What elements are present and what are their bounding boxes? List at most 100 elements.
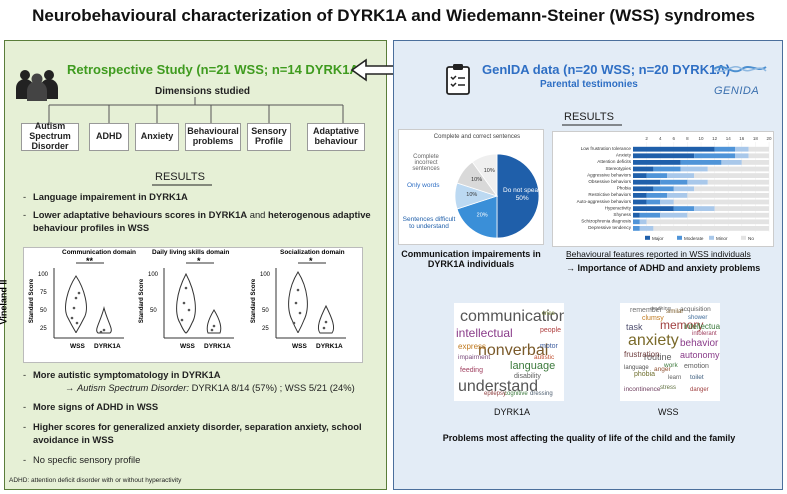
word: anything <box>650 306 671 312</box>
bar-segment <box>667 193 688 198</box>
bar-category-label: Hyperactivity <box>605 205 632 210</box>
dimension-adhd-box: ADHD <box>89 123 129 151</box>
bar-segment <box>633 212 640 218</box>
bar-legend-swatch <box>741 235 746 240</box>
bottom-caption: Problems most affecting the quality of l… <box>442 433 736 443</box>
bar-segment <box>694 153 735 159</box>
y-tick: 25 <box>40 326 47 332</box>
bar-segment <box>633 206 674 211</box>
word: language <box>510 360 556 372</box>
x-label-dyrk1a: DYRK1A <box>316 343 343 350</box>
significance-daily-living: * <box>197 256 201 266</box>
y-axis-label: Standard Score <box>139 278 146 324</box>
bar-category-label: Attention deficits <box>597 159 631 164</box>
word: stress <box>660 385 677 391</box>
bar-x-tick: 6 <box>673 136 676 141</box>
bar-category-label: Low frustration tolerance <box>581 146 632 151</box>
pie-slice-label: 10% <box>466 192 477 198</box>
bullet-language: -Language impairement in DYRK1A <box>23 191 188 202</box>
wordcloud-dyrk1a: communication intellectual nonverbal lan… <box>454 303 564 401</box>
dimension-adaptative-box: Adaptative behaviour <box>307 123 365 151</box>
bar-x-tick: 2 <box>645 136 648 141</box>
results-title-left: RESULTS <box>155 171 205 183</box>
study-header: Retrospective Study (n=21 WSS; n=14 DYRK… <box>67 62 363 77</box>
domain-socialization-title: Socialization domain <box>280 249 345 256</box>
word: shower <box>688 315 708 321</box>
y-tick: 50 <box>262 308 269 314</box>
pie-slice-label: 10% <box>484 168 495 174</box>
bar-segment <box>653 226 769 231</box>
bar-segment <box>707 179 769 185</box>
bar-segment <box>660 179 688 185</box>
bar-segment <box>646 193 667 198</box>
bar-segment <box>633 226 640 231</box>
word: phobia <box>634 371 656 378</box>
y-tick: 100 <box>260 272 271 278</box>
genida-subheader: Parental testimonies <box>540 79 638 90</box>
results-underline-right <box>562 124 622 126</box>
bar-segment <box>687 193 769 198</box>
wordcloud-label-wss: WSS <box>658 407 679 417</box>
dimension-autism-box: Autism Spectrum Disorder <box>21 121 79 151</box>
bar-segment <box>680 160 722 165</box>
pie-label-complete-correct: Complete and correct sentences <box>433 134 521 140</box>
bar-legend-label: No <box>748 236 754 241</box>
genida-header: GenIDA data (n=20 WSS; n=20 DYRK1A) <box>482 62 730 77</box>
bar-segment <box>694 186 769 192</box>
pie-label-sentences-difficult: Sentences difficult to understand <box>402 216 456 230</box>
wordcloud-label-dyrk1a: DYRK1A <box>494 407 531 417</box>
word: intellectual <box>684 322 720 331</box>
autism-detail: → Autism Spectrum Disorder: DYRK1A 8/14 … <box>65 382 355 393</box>
bar-segment <box>707 166 769 172</box>
bar-segment <box>748 153 769 159</box>
bar-segment <box>633 160 681 165</box>
genida-logo-text: GENIDA <box>714 85 760 97</box>
word: toilet <box>690 374 704 381</box>
people-icon <box>16 70 58 101</box>
bar-segment <box>735 153 749 159</box>
bar-category-label: Shyness <box>613 212 631 217</box>
word: intellectual <box>456 326 513 340</box>
word: work <box>664 362 678 369</box>
results-title-right: RESULTS <box>564 111 614 123</box>
bar-x-tick: 8 <box>686 136 689 141</box>
word: acquisition <box>680 306 711 313</box>
bar-segment <box>714 206 769 211</box>
y-axis-label: Standard Score <box>251 278 258 324</box>
y-axis-label: Standard Score <box>29 278 36 324</box>
word: epilepsy <box>484 391 507 397</box>
genida-panel: GenIDA data (n=20 WSS; n=20 DYRK1A) Pare… <box>393 40 783 490</box>
bar-conclusion: → Importance of ADHD and anxiety problem… <box>566 263 761 273</box>
word: language <box>624 365 649 371</box>
word: similar <box>666 309 684 315</box>
bar-legend-label: Minor <box>716 236 728 241</box>
word: nonverbal <box>478 342 549 359</box>
word: cries <box>542 311 555 317</box>
bullet-adaptative: -Lower adaptative behaviours scores in D… <box>23 209 371 233</box>
bar-segment <box>639 219 647 225</box>
bar-segment <box>633 193 647 198</box>
bar-segment <box>646 219 769 225</box>
bar-segment <box>694 173 769 178</box>
bar-segment <box>680 166 708 172</box>
page-title: Neurobehavioural characterization of DYR… <box>32 6 755 25</box>
bar-segment <box>633 166 654 172</box>
bar-segment <box>667 173 695 178</box>
bullet-sensory: -No specfic sensory profile <box>23 454 141 465</box>
bar-segment <box>660 199 674 205</box>
bar-x-tick: 14 <box>726 136 732 141</box>
bar-segment <box>633 153 695 159</box>
word: communication <box>460 308 564 325</box>
bar-category-label: Stereotypies <box>605 166 631 171</box>
significance-communication: ** <box>86 256 94 266</box>
word: anger <box>654 366 671 373</box>
pie-slice <box>496 153 540 239</box>
bar-segment <box>673 206 695 211</box>
bar-x-tick: 20 <box>766 136 772 141</box>
word: cognitive <box>504 391 528 397</box>
bar-segment <box>633 219 640 225</box>
bar-segment <box>741 160 769 165</box>
bullet-adhd: -More signs of ADHD in WSS <box>23 401 159 412</box>
